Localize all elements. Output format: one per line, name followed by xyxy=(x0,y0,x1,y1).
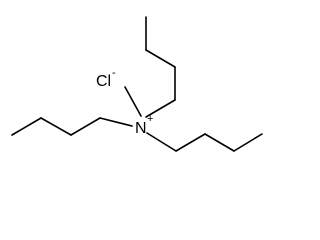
upper-butyl-bond-1 xyxy=(145,99,176,118)
right-butyl-bond-4 xyxy=(233,133,263,152)
left-butyl-bond-1 xyxy=(99,117,133,127)
right-butyl-bond-2 xyxy=(175,133,206,152)
left-butyl-bond-4 xyxy=(11,117,42,136)
nitrogen-label: N xyxy=(135,120,147,137)
chemical-structure-diagram: Cl - N + xyxy=(11,16,263,152)
upper-butyl-bond-3 xyxy=(145,49,176,68)
left-butyl-bond-2 xyxy=(70,117,101,136)
left-butyl-bond-3 xyxy=(40,117,72,136)
chloride-label: Cl xyxy=(96,73,111,90)
methyl-bond xyxy=(124,86,142,117)
right-butyl-bond-1 xyxy=(146,132,177,152)
right-butyl-bond-3 xyxy=(204,133,235,152)
nitrogen-charge: + xyxy=(147,113,153,125)
chloride-charge: - xyxy=(112,67,116,79)
